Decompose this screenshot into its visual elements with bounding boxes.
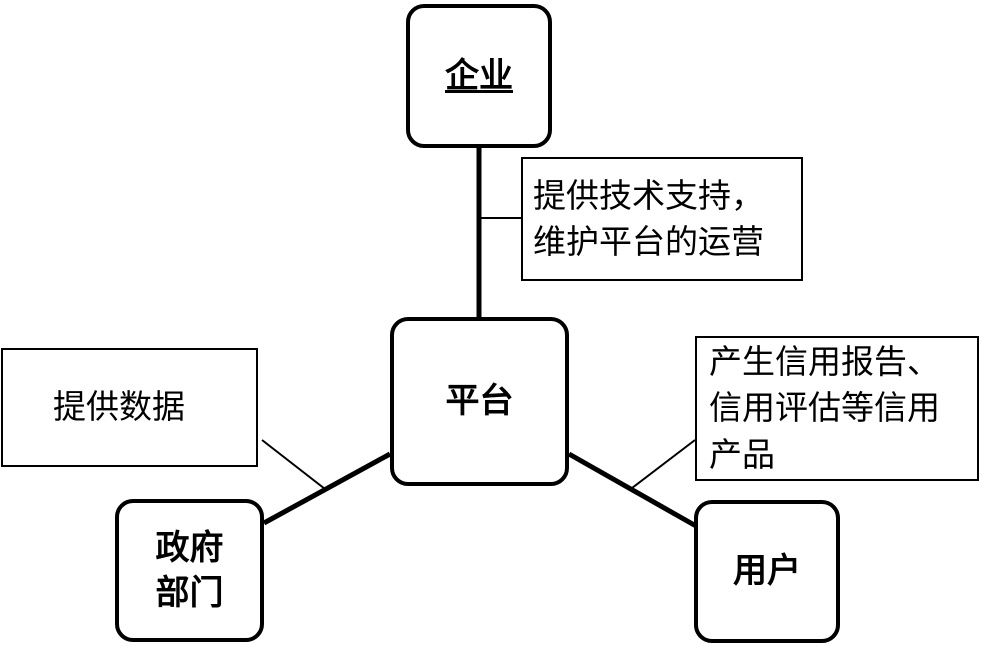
note-user-line-1: 产生信用报告、 [709, 342, 940, 382]
note-enterprise-line-1: 提供技术支持， [533, 175, 764, 215]
node-government: 政府 部门 [115, 499, 264, 642]
note-user-line-2: 信用评估等信用 [709, 388, 940, 428]
note-government-line-1: 提供数据 [53, 387, 185, 427]
node-user-label: 用户 [733, 551, 801, 592]
note-user-line-3: 产品 [709, 434, 775, 474]
node-government-label-line-1: 政府 [155, 528, 224, 569]
node-enterprise: 企业 [406, 4, 552, 148]
note-enterprise: 提供技术支持， 维护平台的运营 [521, 157, 803, 281]
connector-platform-government [262, 451, 392, 526]
node-platform-label: 平台 [445, 381, 514, 422]
leader-user-note [631, 439, 696, 489]
note-enterprise-line-2: 维护平台的运营 [533, 222, 764, 261]
note-government: 提供数据 [1, 348, 258, 467]
node-enterprise-label: 企业 [445, 55, 513, 96]
node-user: 用户 [694, 500, 840, 643]
note-user: 产生信用报告、 信用评估等信用 产品 [695, 336, 979, 481]
node-platform: 平台 [390, 317, 569, 486]
leader-government-note [261, 439, 326, 490]
connector-platform-user [567, 451, 698, 529]
node-government-label-line-2: 部门 [155, 572, 224, 613]
